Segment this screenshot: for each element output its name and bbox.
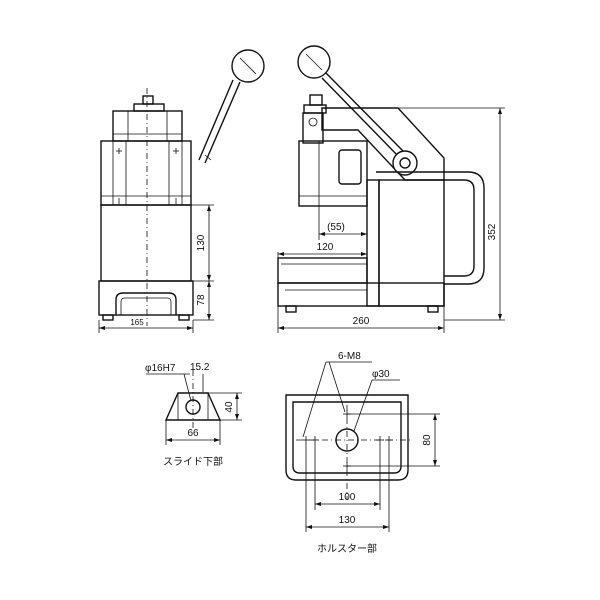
side-column-rear — [378, 179, 445, 307]
side-handle-arm-a — [325, 72, 405, 153]
front-handle-arm-b — [204, 81, 241, 164]
dim-holder-80: 80 — [422, 434, 433, 446]
side-window — [338, 149, 362, 185]
dim-holder-100: 100 — [339, 492, 356, 503]
front-top-plate — [133, 103, 165, 112]
front-foot-left — [102, 314, 114, 321]
dim-slide-offset: 15.2 — [190, 362, 210, 373]
holder-detail: 6-M8 φ30 80 100 130 ホルスター部 — [285, 351, 440, 555]
front-foot-right — [178, 314, 190, 321]
dim-slide-66: 66 — [187, 428, 199, 439]
holder-hole-3 — [302, 436, 310, 444]
holder-outline — [285, 394, 409, 481]
side-link-plate — [321, 107, 445, 181]
holder-hole-6 — [385, 436, 393, 444]
side-foot-right — [427, 305, 439, 313]
dim-side-352: 352 — [487, 223, 498, 240]
front-view: 130 78 165 — [98, 49, 265, 333]
side-body-upper — [298, 140, 368, 207]
front-knob-mark — [239, 57, 257, 75]
front-frame-lower — [100, 204, 192, 282]
slide-caption: スライド下部 — [163, 455, 223, 468]
dim-holder-holes: 6-M8 — [338, 351, 361, 362]
side-rear-handle-inner — [444, 179, 475, 277]
dim-holder-bore: φ30 — [372, 369, 390, 380]
dim-side-55: (55) — [327, 222, 345, 233]
dim-front-165: 165 — [130, 318, 144, 327]
front-handle-arm-a — [198, 79, 234, 161]
side-base — [277, 282, 445, 307]
dim-slide-bore: φ16H7 — [145, 363, 176, 374]
side-view: 352 (55) 120 260 — [277, 45, 505, 333]
side-table — [277, 257, 368, 284]
side-pivot-inner — [399, 157, 411, 169]
holder-hole-5 — [376, 436, 384, 444]
side-rear-handle-outer — [444, 171, 485, 285]
holder-hole-4 — [311, 436, 319, 444]
dim-holder-130: 130 — [339, 515, 356, 526]
dim-side-120: 120 — [317, 242, 334, 253]
side-top-nut — [309, 94, 323, 106]
dim-side-260: 260 — [353, 316, 370, 327]
holder-caption: ホルスター部 — [317, 542, 377, 555]
dim-slide-40: 40 — [224, 401, 235, 413]
dim-front-130: 130 — [196, 234, 207, 251]
slide-detail: φ16H7 15.2 40 66 スライド下部 — [145, 362, 242, 468]
side-ram-head — [302, 112, 324, 144]
dim-front-78: 78 — [196, 294, 207, 306]
side-handle-arm-b — [321, 77, 401, 159]
front-base — [98, 280, 194, 316]
front-base-slot — [115, 292, 177, 315]
front-slide-head — [112, 110, 183, 142]
side-column — [366, 179, 380, 307]
front-top-nut — [142, 95, 154, 105]
side-foot-left — [285, 305, 297, 313]
holder-inner — [292, 401, 402, 474]
